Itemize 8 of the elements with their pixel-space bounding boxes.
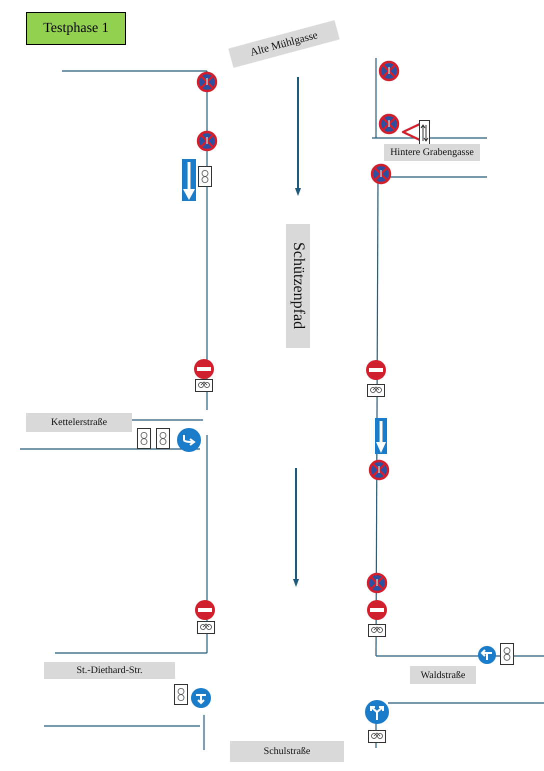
street-name-label: Hintere Grabengasse — [384, 144, 480, 161]
street-name-label: Schulstraße — [230, 741, 344, 762]
street-name-label: Kettelerstraße — [26, 413, 132, 432]
street-name-label: Schützenpfad — [286, 224, 310, 348]
street-name-label: St.-Diethard-Str. — [44, 662, 175, 679]
street-name-label: Waldstraße — [410, 666, 476, 684]
title: Testphase 1 — [26, 12, 126, 45]
street-name-label: Alte Mühlgasse — [228, 20, 340, 68]
